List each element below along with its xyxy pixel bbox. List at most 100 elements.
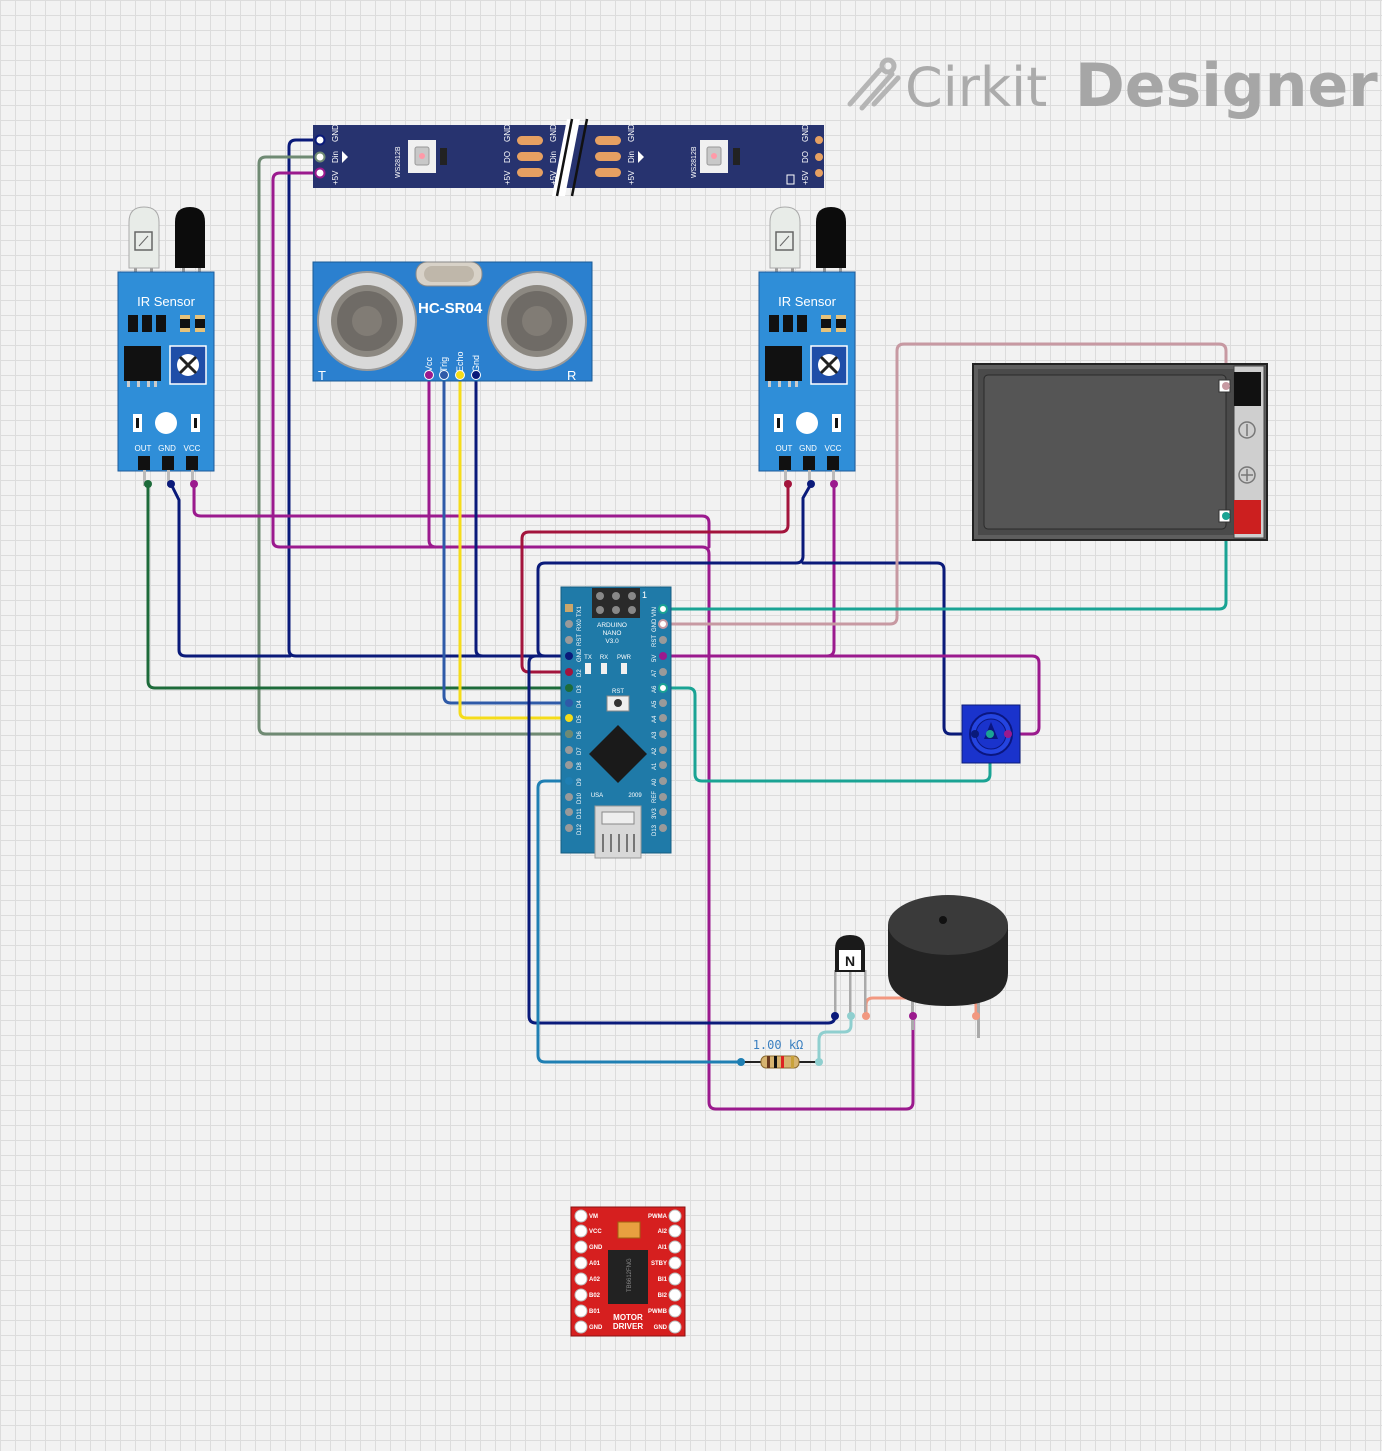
irr-pin-vcc[interactable]: [830, 480, 838, 488]
nano-pin-d9[interactable]: [565, 777, 573, 785]
transistor-pin-e[interactable]: [831, 1012, 839, 1020]
wire-pot-wiper[interactable]: [662, 686, 992, 783]
irl-pin-vcc[interactable]: [190, 480, 198, 488]
ir-pin-label: GND: [799, 444, 817, 453]
arduino-nano[interactable]: 1 ARDUINO NANO V3.0 TX RX PWR RST USA 20…: [560, 586, 672, 859]
us-pin-trig[interactable]: [439, 370, 449, 380]
nano-pin-d4[interactable]: [565, 699, 573, 707]
battery-neg-terminal[interactable]: [1234, 372, 1261, 406]
nano-mcu-chip: [589, 725, 647, 783]
wire-d9-resistor[interactable]: [536, 779, 743, 1064]
wire-irr-out[interactable]: [520, 482, 790, 674]
nano-pin-gnd[interactable]: [565, 652, 573, 660]
pot-pin-gnd[interactable]: [971, 730, 979, 738]
nano-pin-label: D7: [577, 747, 583, 755]
potentiometer[interactable]: [961, 704, 1021, 764]
nano-usa: USA: [591, 793, 603, 799]
wire-us-gnd[interactable]: [474, 373, 485, 658]
wire-strip-gnd[interactable]: [287, 138, 570, 658]
nano-pin-5v[interactable]: [659, 652, 667, 660]
md-pin-label: GND: [654, 1325, 668, 1331]
plus-icon: [1238, 466, 1256, 484]
wire-irl-out[interactable]: [146, 482, 570, 690]
ir-pin-label: OUT: [135, 444, 152, 453]
nano-pin-a6[interactable]: [658, 683, 668, 693]
strip-pin-5v[interactable]: [314, 167, 326, 179]
transistor-pin-b[interactable]: [847, 1012, 855, 1020]
nano-pin-d5[interactable]: [565, 714, 573, 722]
wire-irl-vcc[interactable]: [192, 482, 711, 549]
wire-us-echo[interactable]: [458, 373, 570, 720]
wire-pot-5v[interactable]: [662, 654, 1041, 736]
wire-irr-vcc[interactable]: [662, 482, 836, 658]
irr-pin-out[interactable]: [784, 480, 792, 488]
hc-sr04-sensor[interactable]: HC-SR04 Vcc Trig Echo Gnd T R: [312, 261, 593, 383]
pot-pin-vcc[interactable]: [1004, 730, 1012, 738]
md-left-pins: [574, 1209, 588, 1334]
nano-pin-label: D13: [652, 824, 658, 836]
md-pin-label: BI1: [658, 1277, 668, 1283]
us-pin-label: Echo: [455, 351, 465, 372]
irr-pin-gnd[interactable]: [807, 480, 815, 488]
wire-transistor-gnd[interactable]: [527, 654, 837, 1025]
strip-label: Din: [549, 151, 558, 163]
transistor-pin-c[interactable]: [862, 1012, 870, 1020]
us-pin-gnd[interactable]: [471, 370, 481, 380]
irl-pin-gnd[interactable]: [167, 480, 175, 488]
nano-pin-d6[interactable]: [565, 730, 573, 738]
resistor-pin-2[interactable]: [815, 1058, 823, 1066]
md-pin-label: VM: [589, 1214, 598, 1220]
pot-pin-wiper[interactable]: [986, 730, 994, 738]
wire-us-trig[interactable]: [442, 373, 570, 705]
strip-chip-label: WS2812B: [691, 146, 698, 178]
nano-pin-label: A7: [652, 669, 658, 677]
nano-pin-d3[interactable]: [565, 684, 573, 692]
battery[interactable]: [972, 363, 1268, 541]
nano-pin-label: VIN: [652, 607, 658, 617]
us-pin-vcc[interactable]: [424, 370, 434, 380]
buzzer-pin-neg[interactable]: [972, 1012, 980, 1020]
wire-pot-gnd[interactable]: [801, 561, 977, 736]
wire-strip-5v[interactable]: [271, 171, 915, 1111]
ir-sensor-left[interactable]: IR Sensor OUT GND VCC: [117, 206, 215, 488]
resistor[interactable]: 1.00 kΩ: [737, 1038, 823, 1069]
nano-pin-label: RST: [652, 635, 658, 647]
battery-pos-terminal[interactable]: [1234, 500, 1261, 534]
nano-pin-label: D5: [577, 715, 583, 723]
nano-left-pins: [565, 604, 573, 832]
nano-pin-label: D6: [577, 731, 583, 739]
wire-resistor-base[interactable]: [817, 1014, 853, 1064]
buzzer[interactable]: [888, 895, 1008, 1038]
wire-us-vcc[interactable]: [427, 373, 438, 549]
strip-label: GND: [801, 124, 810, 142]
strip-pin-din[interactable]: [314, 151, 326, 163]
ultrasonic-transducer-right: [487, 271, 587, 371]
wire-irl-gnd[interactable]: [169, 482, 292, 658]
logo-icon: [847, 57, 901, 111]
nano-led-label: PWR: [617, 655, 632, 661]
ir-trimpot[interactable]: [169, 345, 207, 385]
resistor-pin-1[interactable]: [737, 1058, 745, 1066]
wire-strip-din[interactable]: [257, 155, 570, 736]
irl-pin-out[interactable]: [144, 480, 152, 488]
motor-driver[interactable]: VM VCC GND A01 A02 B02 B01 GND PWMA AI2 …: [570, 1206, 686, 1337]
nano-pin-vin[interactable]: [658, 604, 668, 614]
strip-pin-gnd[interactable]: [314, 134, 326, 146]
resistor-body: [760, 1055, 800, 1069]
wire-batt-neg[interactable]: [662, 342, 1228, 626]
ir-sensor-right[interactable]: IR Sensor OUT GND VCC: [758, 206, 856, 488]
strip-arrow: [342, 151, 348, 163]
nano-pin-label: D4: [577, 700, 583, 708]
nano-pin-gnd2[interactable]: [658, 619, 668, 629]
md-chip-label: TB6612FNG: [627, 1258, 633, 1292]
md-pin-label: AI2: [658, 1229, 668, 1235]
wire-batt-pos[interactable]: [662, 514, 1228, 611]
nano-pin-d2[interactable]: [565, 668, 573, 676]
led-strip[interactable]: GND Din +5V WS2812B GND DO +5V GND Din +…: [313, 118, 824, 197]
wire-irr-gnd[interactable]: [536, 482, 813, 658]
npn-transistor[interactable]: N: [831, 935, 870, 1020]
md-pin-label: STBY: [651, 1261, 667, 1267]
buzzer-pin-pos[interactable]: [909, 1012, 917, 1020]
strip-label: +5V: [549, 170, 558, 185]
us-pin-echo[interactable]: [455, 370, 465, 380]
